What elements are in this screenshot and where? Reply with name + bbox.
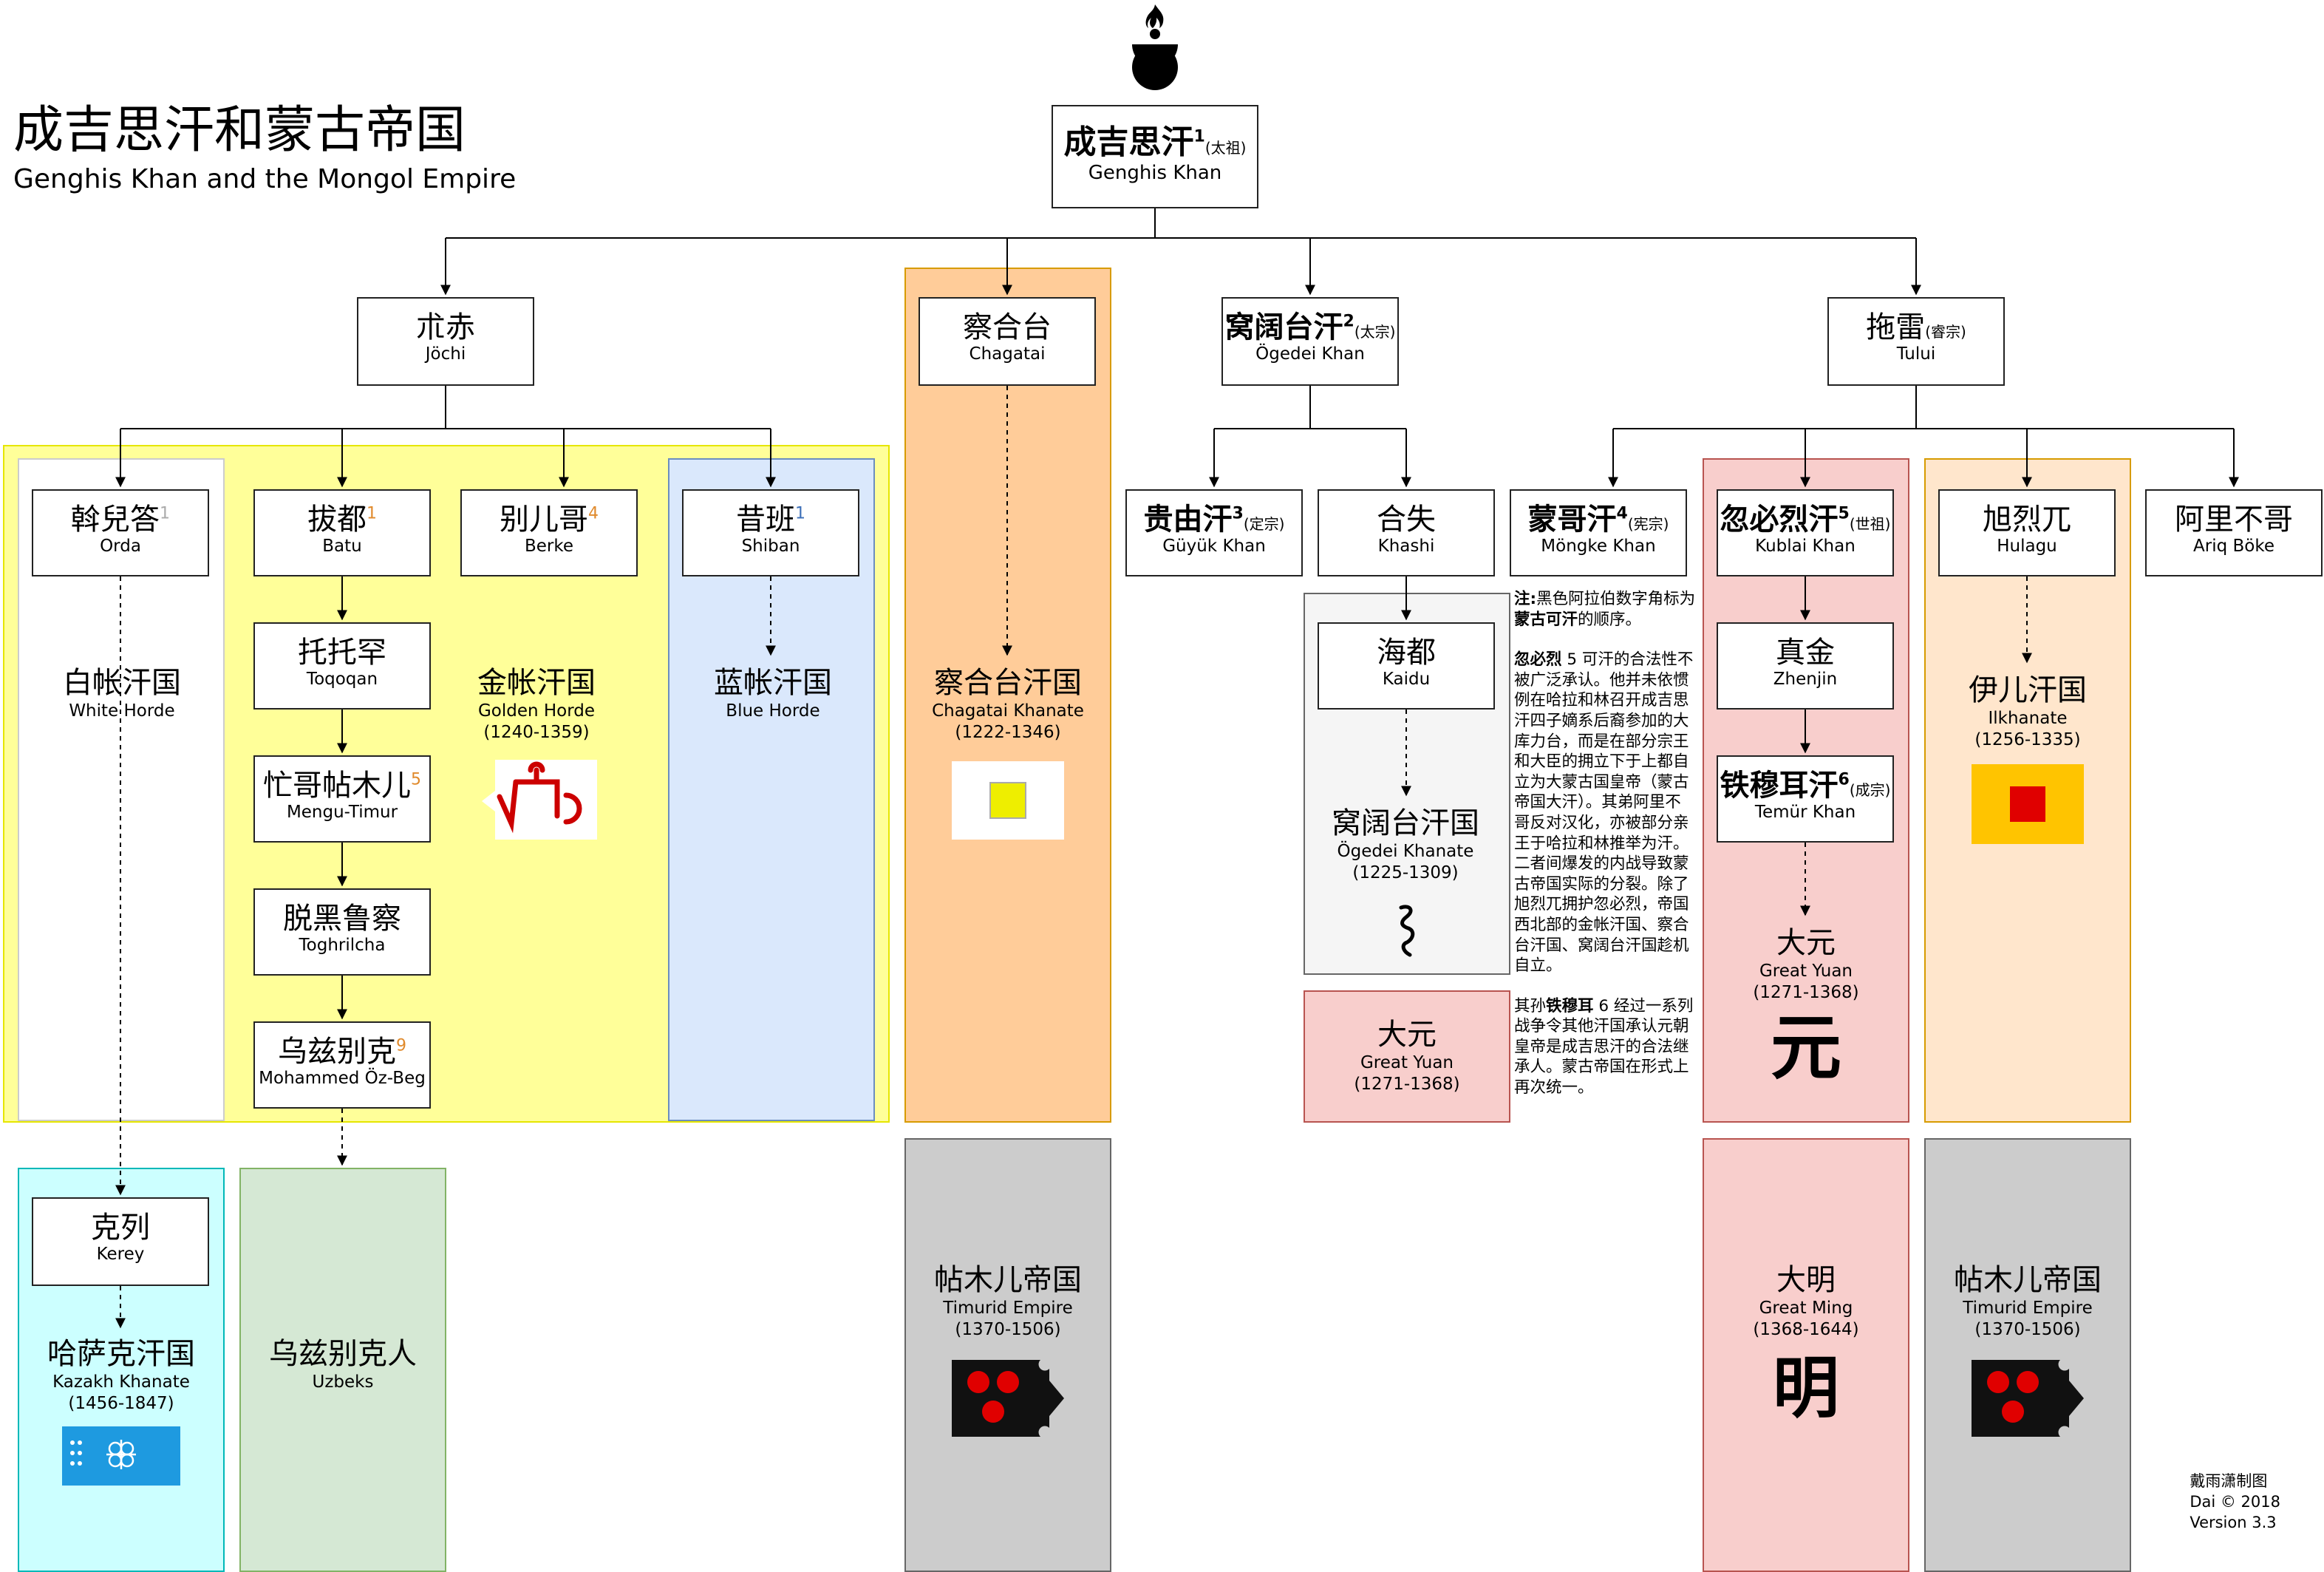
node-tolui[interactable]: 拖雷(睿宗) Tului — [1827, 297, 2005, 386]
label-kazakh-khanate: 哈萨克汗国 Kazakh Khanate (1456-1847) — [47, 1337, 195, 1413]
node-zhenjin[interactable]: 真金 Zhenjin — [1717, 622, 1894, 710]
node-kaidu[interactable]: 海都 Kaidu — [1318, 622, 1495, 710]
node-ogedei-khan[interactable]: 窝阔台汗2(太宗) Ögedei Khan — [1221, 297, 1399, 386]
node-jochi[interactable]: 朮赤 Jöchi — [357, 297, 534, 386]
tamga-icon — [482, 760, 597, 840]
ming-glyph: 明 — [1773, 1350, 1839, 1427]
node-hulagu[interactable]: 旭烈兀 Hulagu — [1938, 489, 2116, 576]
credit-copyright: Dai © 2018 — [2190, 1493, 2280, 1511]
label-chagatai-khanate: 察合台汗国 Chagatai Khanate (1222-1346) — [932, 666, 1084, 742]
timurid-region-1 — [904, 1138, 1111, 1572]
page-title: 成吉思汗和蒙古帝国 — [13, 101, 466, 160]
node-kerey[interactable]: 克列 Kerey — [32, 1197, 209, 1286]
ming-region — [1703, 1138, 1909, 1572]
label-great-yuan-small: 大元 Great Yuan (1271-1368) — [1354, 1018, 1460, 1094]
timurid-region-2 — [1924, 1138, 2131, 1572]
chagatai-flag-icon — [952, 761, 1064, 840]
node-ariq-boke[interactable]: 阿里不哥 Ariq Böke — [2145, 489, 2323, 576]
credit-block: 戴雨潇制图 Dai © 2018 Version 3.3 — [2190, 1471, 2280, 1533]
ogedei-tamga-icon — [1399, 905, 1415, 957]
node-toghrilcha[interactable]: 脱黑鲁察 Toghrilcha — [253, 888, 431, 976]
node-ozbeg[interactable]: 乌兹别克9 Mohammed Öz-Beg — [253, 1021, 431, 1109]
label-timurid-empire-1: 帖木儿帝国 Timurid Empire (1370-1506) — [934, 1263, 1082, 1339]
node-khashi[interactable]: 合失 Khashi — [1318, 489, 1495, 576]
label-blue-horde: 蓝帐汗国 Blue Horde — [714, 666, 832, 721]
label-great-ming: 大明 Great Ming (1368-1644) — [1753, 1263, 1859, 1339]
historical-note: 注:黑色阿拉伯数字角标为蒙古可汗的顺序。 忽必烈 5 可汗的合法性不被广泛承认。… — [1514, 590, 1696, 1098]
node-batu[interactable]: 拔都1 Batu — [253, 489, 431, 576]
node-toqoqan[interactable]: 托托罕 Toqoqan — [253, 622, 431, 710]
label-ilkhanate: 伊儿汗国 Ilkhanate (1256-1335) — [1969, 673, 2087, 749]
timurid-flag-icon — [952, 1360, 1064, 1437]
uzbek-region — [239, 1168, 446, 1572]
ilkhanate-flag-icon — [1972, 764, 2084, 844]
label-uzbeks: 乌兹别克人 Uzbeks — [269, 1337, 417, 1392]
node-shiban[interactable]: 昔班1 Shiban — [682, 489, 859, 576]
yuan-glyph: 元 — [1771, 1006, 1841, 1089]
label-white-horde: 白帐汗国 White Horde — [63, 666, 181, 721]
label-great-yuan: 大元 Great Yuan (1271-1368) — [1753, 926, 1859, 1002]
page-subtitle: Genghis Khan and the Mongol Empire — [13, 164, 517, 194]
timurid-flag-icon-2 — [1972, 1360, 2084, 1437]
credit-version: Version 3.3 — [2190, 1514, 2277, 1531]
node-genghis-khan[interactable]: 成吉思汗1(太祖) Genghis Khan — [1052, 105, 1258, 208]
node-kublai-khan[interactable]: 忽必烈汗5(世祖) Kublai Khan — [1717, 489, 1894, 576]
chagatai-region — [904, 268, 1111, 1123]
credit-author: 戴雨潇制图 — [2190, 1472, 2268, 1490]
node-temur-khan[interactable]: 铁穆耳汗6(成宗) Temür Khan — [1717, 755, 1894, 843]
label-ogedei-khanate: 窝阔台汗国 Ögedei Khanate (1225-1309) — [1332, 806, 1479, 882]
node-orda[interactable]: 斡兒答1 Orda — [32, 489, 209, 576]
node-mongke-khan[interactable]: 蒙哥汗4(宪宗) Möngke Khan — [1510, 489, 1687, 576]
yuan-small-region — [1304, 990, 1510, 1123]
node-chagatai[interactable]: 察合台 Chagatai — [919, 297, 1096, 386]
label-golden-horde: 金帐汗国 Golden Horde (1240-1359) — [477, 666, 596, 742]
kazakh-flag-icon — [62, 1426, 180, 1486]
label-timurid-empire-2: 帖木儿帝国 Timurid Empire (1370-1506) — [1954, 1263, 2102, 1339]
node-genghis-en: Genghis Khan — [1088, 161, 1222, 184]
node-genghis-zh: 成吉思汗 — [1063, 123, 1194, 161]
node-mengu-timur[interactable]: 忙哥帖木儿5 Mengu-Timur — [253, 755, 431, 843]
soyombo-icon — [1132, 4, 1178, 90]
node-berke[interactable]: 别儿哥4 Berke — [460, 489, 638, 576]
node-guyuk-khan[interactable]: 贵由汗3(定宗) Güyük Khan — [1125, 489, 1303, 576]
